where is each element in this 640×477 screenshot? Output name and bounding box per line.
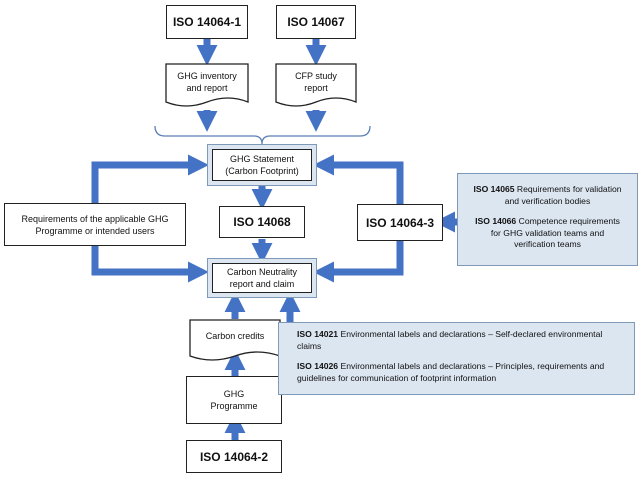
iso-14064-2-box: ISO 14064-2 <box>186 440 282 473</box>
iso-14068-label: ISO 14068 <box>233 215 291 229</box>
requirements-box: Requirements of the applicable GHG Progr… <box>4 203 186 246</box>
iso-14066-code: ISO 14066 <box>475 216 517 226</box>
iso-14026-code: ISO 14026 <box>297 361 339 371</box>
iso-14066-text-b: for GHG validation teams and <box>490 227 605 238</box>
carbon-credits-node: Carbon credits <box>190 330 280 342</box>
labels-item-2: ISO 14026 Environmental labels and decla… <box>289 361 624 384</box>
requirements-line-1: Requirements of the applicable GHG <box>21 213 169 224</box>
cfp-study-line-2: report <box>304 83 328 93</box>
ghg-programme-line-2: Programme <box>210 401 258 411</box>
iso-14021-text-b: claims <box>297 340 322 351</box>
iso-14021-code: ISO 14021 <box>297 329 339 339</box>
carbon-neutrality-line-1: Carbon Neutrality <box>226 267 298 277</box>
ghg-statement-box: GHG Statement (Carbon Footprint) <box>212 149 312 181</box>
ghg-statement-line-2: (Carbon Footprint) <box>225 166 299 176</box>
arrow-requirements-to-neutrality <box>91 246 209 283</box>
cfp-study-doc-shape <box>275 63 357 107</box>
iso-14064-2-label: ISO 14064-2 <box>199 449 269 464</box>
ghg-inventory-line-2: and report <box>186 83 228 93</box>
iso-14064-3-label: ISO 14064-3 <box>365 215 435 230</box>
labels-standards-panel: ISO 14021 Environmental labels and decla… <box>278 322 635 395</box>
carbon-neutrality-box: Carbon Neutrality report and claim <box>212 263 312 293</box>
iso-14065-code: ISO 14065 <box>473 184 515 194</box>
ghg-programme-box: GHG Programme <box>186 376 282 424</box>
iso-14065-text-b: and verification bodies <box>504 195 591 206</box>
arrow-14064-3-to-neutrality <box>313 241 404 283</box>
verification-standards-panel: ISO 14065 Requirements for validation an… <box>457 173 638 266</box>
iso-14026-text-a: Environmental labels and declarations – … <box>338 361 605 371</box>
iso-14021-text-a: Environmental labels and declarations – … <box>338 329 603 339</box>
requirements-line-2: Programme or intended users <box>35 225 155 236</box>
ghg-statement-panel: GHG Statement (Carbon Footprint) <box>207 144 317 186</box>
ghg-inventory-line-1: GHG inventory <box>177 71 237 81</box>
cfp-study-line-1: CFP study <box>295 71 337 81</box>
iso-14066-text-a: Competence requirements <box>516 216 620 226</box>
verification-item-2: ISO 14066 Competence requirements for GH… <box>466 216 629 251</box>
ghg-inventory-node: GHG inventory and report <box>166 70 248 94</box>
ghg-inventory-doc-shape <box>165 63 249 107</box>
iso-14026-text-b: guidelines for communication of footprin… <box>297 372 497 383</box>
verification-item-1: ISO 14065 Requirements for validation an… <box>466 184 629 207</box>
iso-14064-3-box: ISO 14064-3 <box>357 204 443 241</box>
grouping-brace <box>154 125 371 145</box>
iso-14067-label: ISO 14067 <box>287 15 345 29</box>
iso-14065-text-a: Requirements for validation <box>514 184 622 194</box>
carbon-credits-label: Carbon credits <box>205 331 265 341</box>
carbon-neutrality-line-2: report and claim <box>229 279 295 289</box>
arrow-14064-3-to-statement <box>313 154 404 204</box>
carbon-credits-doc-shape <box>189 319 281 361</box>
iso-14064-1-label: ISO 14064-1 <box>172 15 242 29</box>
ghg-statement-line-1: GHG Statement <box>229 154 295 164</box>
labels-item-1: ISO 14021 Environmental labels and decla… <box>289 329 624 352</box>
iso-14067-box: ISO 14067 <box>276 5 356 39</box>
carbon-neutrality-panel: Carbon Neutrality report and claim <box>207 258 317 298</box>
arrow-requirements-to-statement <box>91 154 209 203</box>
iso-14068-box: ISO 14068 <box>219 206 305 238</box>
cfp-study-node: CFP study report <box>276 70 356 94</box>
iso-14064-1-box: ISO 14064-1 <box>166 5 248 39</box>
iso-14066-text-c: verification teams <box>514 239 581 249</box>
ghg-programme-line-1: GHG <box>223 389 245 399</box>
